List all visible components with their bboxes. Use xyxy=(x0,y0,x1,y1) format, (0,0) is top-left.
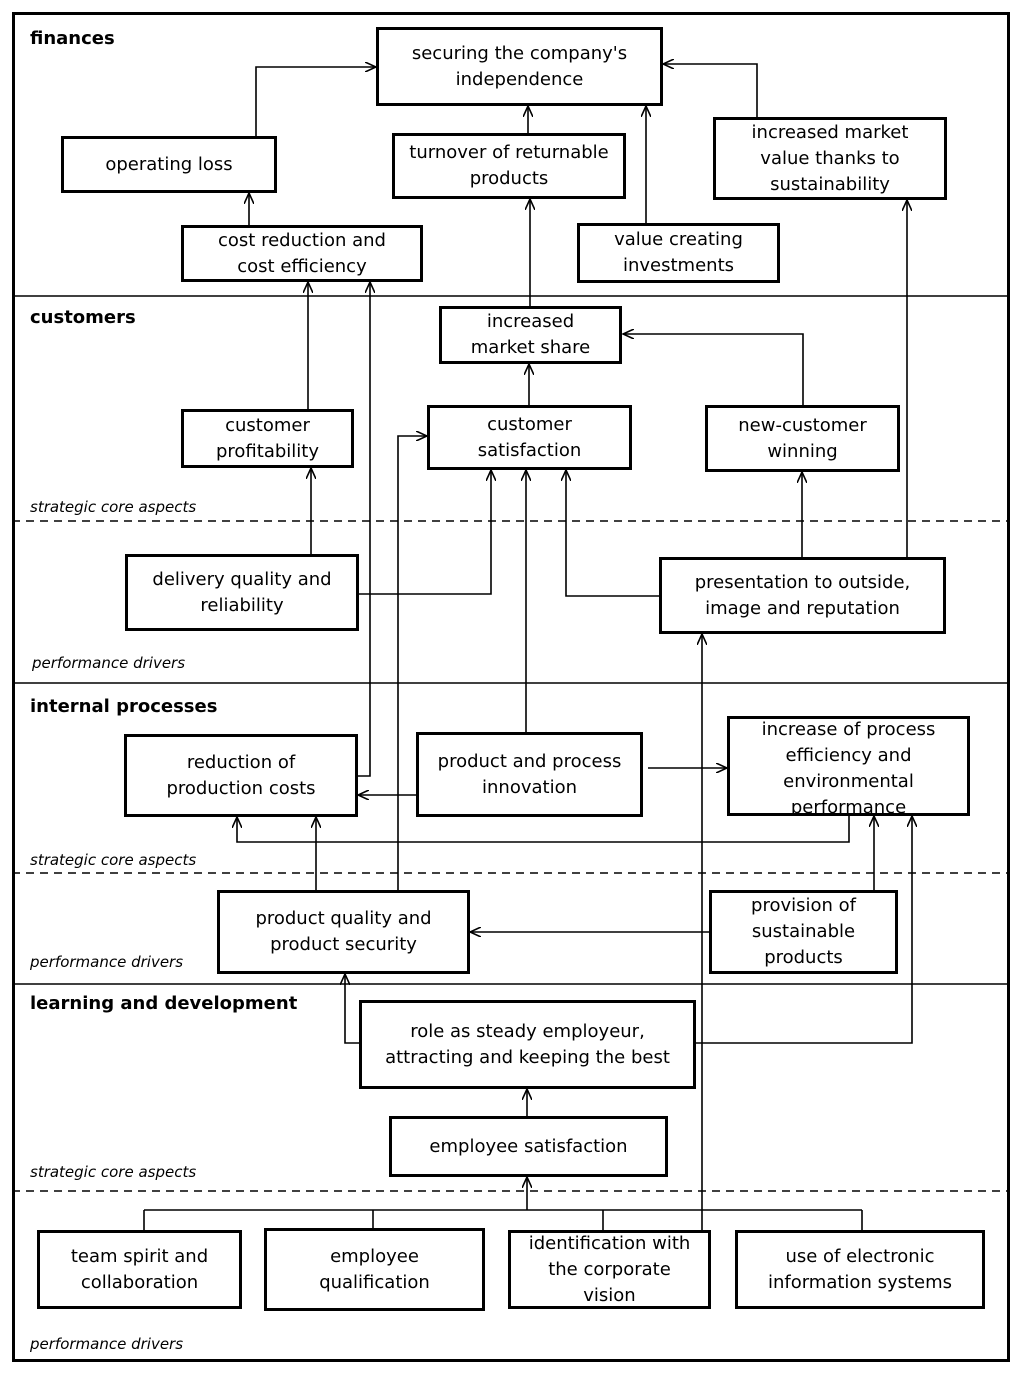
label-drivers-internal: performance drivers xyxy=(30,953,184,971)
box-customer-satisfaction: customer satisfaction xyxy=(427,405,632,470)
arrow-operating-loss-to-securing xyxy=(255,67,376,136)
box-reduction-production-costs: reduction of production costs xyxy=(124,734,358,817)
section-internal-processes: internal processes xyxy=(30,696,218,717)
section-finances: finances xyxy=(30,28,115,49)
arrow-reduction-costs-to-cost-reduction xyxy=(358,282,370,777)
label-drivers-learning: performance drivers xyxy=(30,1335,184,1353)
arrow-efficiency-to-reduction xyxy=(237,816,850,843)
label-core-aspects-customers: strategic core aspects xyxy=(30,498,197,516)
label-core-aspects-internal: strategic core aspects xyxy=(30,851,197,869)
box-team-spirit: team spirit and collaboration xyxy=(37,1230,242,1309)
label-core-aspects-learning: strategic core aspects xyxy=(30,1163,197,1181)
box-employee-qualification: employee qualification xyxy=(264,1228,485,1311)
box-value-creating-investments: value creating investments xyxy=(577,223,780,283)
box-delivery-quality: delivery quality and reliability xyxy=(125,554,359,631)
box-securing-independence: securing the company's independence xyxy=(376,27,663,106)
arrow-product-quality-to-satisfaction xyxy=(397,436,427,890)
arrow-employer-to-quality xyxy=(345,974,359,1044)
arrow-new-customer-to-market-share xyxy=(623,334,804,405)
box-new-customer-winning: new-customer winning xyxy=(705,405,900,472)
box-product-process-innovation: product and process innovation xyxy=(416,732,643,817)
box-electronic-information-systems: use of electronic information systems xyxy=(735,1230,985,1309)
diagram-frame xyxy=(12,12,1010,1362)
box-increased-market-share: increased market share xyxy=(439,306,622,364)
box-cost-reduction: cost reduction and cost efficiency xyxy=(181,225,423,282)
section-learning-development: learning and development xyxy=(30,993,298,1014)
box-market-value-sustainability: increased market value thanks to sustain… xyxy=(713,117,947,200)
box-customer-profitability: customer profitability xyxy=(181,409,354,468)
box-presentation-image: presentation to outside, image and reput… xyxy=(659,557,946,634)
box-process-efficiency: increase of process efficiency and envir… xyxy=(727,716,970,816)
box-employee-satisfaction: employee satisfaction xyxy=(389,1116,668,1177)
arrow-presentation-to-satisfaction xyxy=(566,470,659,597)
box-steady-employeur: role as steady employeur, attracting and… xyxy=(359,1000,696,1089)
box-product-quality-security: product quality and product security xyxy=(217,890,470,974)
section-customers: customers xyxy=(30,307,136,328)
arrow-market-value-to-securing xyxy=(663,64,758,117)
label-drivers-customers: performance drivers xyxy=(32,654,186,672)
arrow-delivery-to-satisfaction xyxy=(359,470,491,595)
box-identification-vision: identification with the corporate vision xyxy=(508,1230,711,1309)
box-operating-loss: operating loss xyxy=(61,136,277,193)
box-sustainable-products: provision of sustainable products xyxy=(709,890,898,974)
box-turnover-returnable: turnover of returnable products xyxy=(392,133,626,199)
arrow-employer-to-efficiency xyxy=(696,816,912,1044)
